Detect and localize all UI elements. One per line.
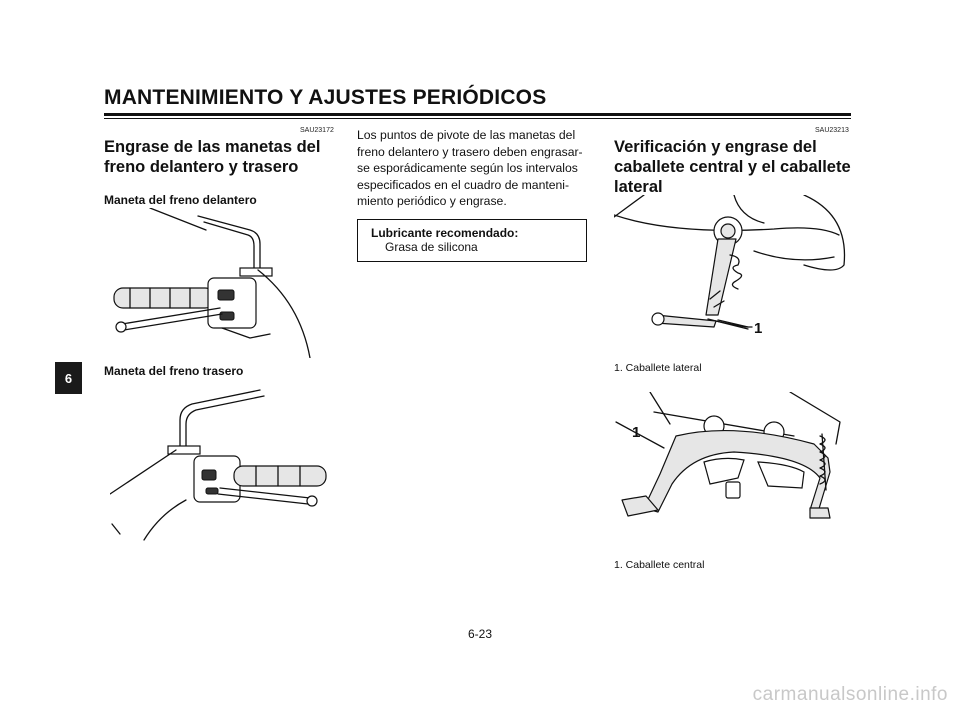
front-brake-label: Maneta del freno delantero: [104, 193, 257, 207]
callout-number-sidestand: 1: [754, 320, 763, 337]
section-title-line: freno delantero y trasero: [104, 158, 299, 176]
title-rule-thin: [104, 118, 851, 119]
paragraph-line: especificados en el cuadro de manteni-: [357, 177, 570, 192]
section-code-left: SAU23172: [300, 127, 334, 134]
caption-centerstand: 1. Caballete central: [614, 559, 705, 571]
page-number: 6-23: [467, 627, 493, 641]
centerstand-illustration: [615, 392, 841, 519]
section-title-line: caballete central y el caballete: [614, 158, 851, 176]
paragraph-line: Los puntos de pivote de las manetas del: [357, 128, 576, 142]
mirror-mount: [167, 445, 201, 455]
lubricant-value: Grasa de silicona: [385, 240, 478, 254]
lubricant-box: [357, 219, 587, 262]
section-title-line: Verificación y engrase del: [614, 138, 817, 156]
chapter-tab[interactable]: 6: [55, 362, 82, 394]
lubrication-paragraph: Los puntos de pivote de las manetas del …: [357, 127, 597, 210]
section-title-stands: Verificación y engrase del caballete cen…: [614, 137, 851, 197]
section-title-line: lateral: [614, 178, 663, 196]
mirror-mount: [239, 267, 273, 277]
lubricant-title: Lubricante recomendado:: [371, 226, 519, 240]
watermark: carmanualsonline.info: [752, 684, 948, 705]
sidestand-illustration: [614, 195, 846, 330]
sidestand: [705, 238, 737, 316]
centerstand-frame: [643, 429, 831, 513]
paragraph-line: miento periódico y engrase.: [357, 194, 507, 208]
section-code-right: SAU23213: [815, 127, 849, 134]
front-brake-lever-illustration: [113, 208, 311, 358]
page-title: MANTENIMIENTO Y AJUSTES PERIÓDICOS: [104, 86, 547, 109]
handlebar-grip: [113, 287, 215, 309]
title-rule-thick: [104, 113, 851, 116]
handlebar-grip: [233, 465, 327, 487]
rear-brake-label: Maneta del freno trasero: [104, 364, 244, 378]
paragraph-line: se esporádicamente según los intervalos: [357, 161, 578, 175]
callout-number-centerstand: 1: [632, 424, 641, 441]
section-title-brake-levers: Engrase de las manetas del freno delante…: [104, 137, 320, 177]
section-title-line: Engrase de las manetas del: [104, 138, 321, 156]
paragraph-line: freno delantero y trasero deben engrasar…: [357, 144, 583, 159]
rear-brake-lever-illustration: [110, 389, 327, 541]
caption-sidestand: 1. Caballete lateral: [614, 362, 702, 374]
